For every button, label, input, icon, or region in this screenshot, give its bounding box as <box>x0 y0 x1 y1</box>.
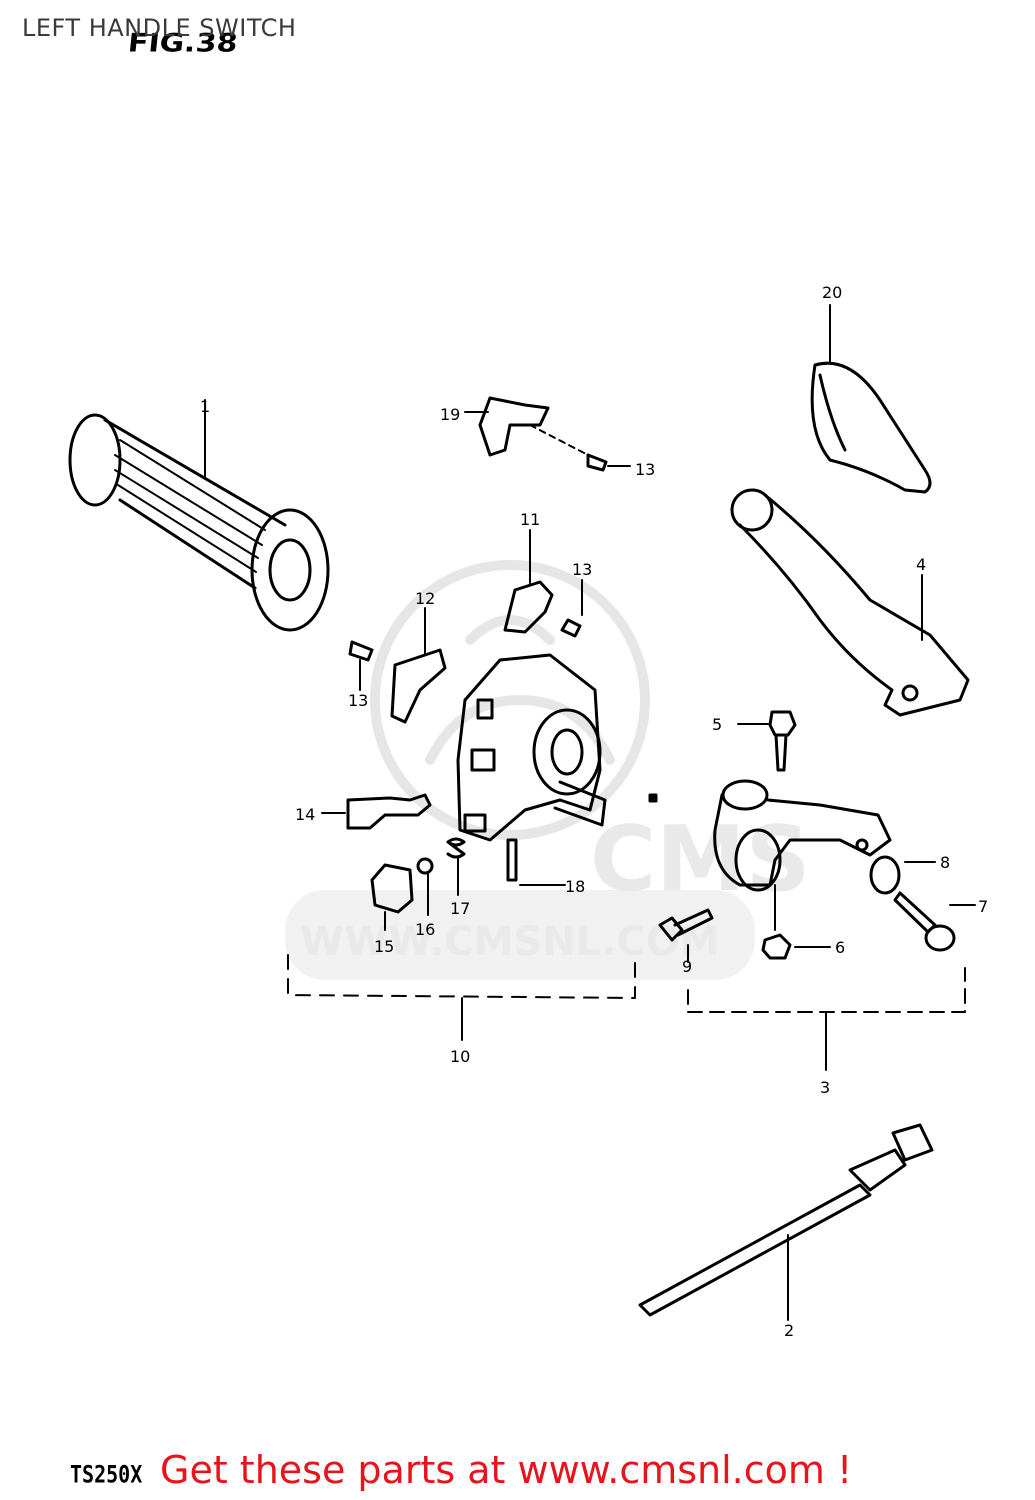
part-1-grip <box>68 399 330 632</box>
part-14-bracket <box>321 793 432 830</box>
part-4-lever <box>730 488 970 717</box>
callout-15: 15 <box>374 937 394 956</box>
part-15-block <box>370 863 414 931</box>
part-9-bolt <box>658 908 714 963</box>
part-7-bolt <box>893 891 976 952</box>
switch-housing <box>456 653 607 842</box>
callout-11: 11 <box>520 510 540 529</box>
callout-17: 17 <box>450 899 470 918</box>
callout-13b: 13 <box>572 560 592 579</box>
watermark <box>285 560 755 980</box>
callout-12: 12 <box>415 589 435 608</box>
part-18-screw <box>506 838 566 886</box>
callout-7: 7 <box>978 897 988 916</box>
group-bracket-10 <box>287 954 636 1041</box>
callout-1: 1 <box>200 397 210 416</box>
part-20-lever-cover <box>810 304 932 494</box>
watermark-url: WWW.CMSNL.COM <box>300 919 720 965</box>
callout-3: 3 <box>820 1078 830 1097</box>
watermark-logo: CMS <box>590 807 810 912</box>
group-bracket-3 <box>687 884 966 1071</box>
callout-20: 20 <box>822 283 842 302</box>
callout-4: 4 <box>916 555 926 574</box>
part-2-cable-tie <box>638 1123 934 1321</box>
callout-16: 16 <box>415 920 435 939</box>
part-16-screw <box>416 857 434 916</box>
callout-2: 2 <box>784 1321 794 1340</box>
model-label: TS250X <box>70 1459 143 1489</box>
callout-19: 19 <box>440 405 460 424</box>
callout-18: 18 <box>565 877 585 896</box>
callout-8: 8 <box>940 853 950 872</box>
part-17-spring <box>446 837 466 896</box>
part-12-switch-knob <box>348 607 447 724</box>
callout-13c: 13 <box>348 691 368 710</box>
callout-5: 5 <box>712 715 722 734</box>
callout-14: 14 <box>295 805 315 824</box>
callout-10: 10 <box>450 1047 470 1066</box>
marker-dot <box>648 793 658 803</box>
page-title: LEFT HANDLE SWITCH <box>22 14 297 42</box>
callout-13a: 13 <box>635 460 655 479</box>
part-19-knob <box>464 396 631 472</box>
callout-labels: 1 20 19 13 11 13 4 12 13 5 14 8 18 7 17 … <box>200 283 988 1340</box>
callout-6: 6 <box>835 938 845 957</box>
part-3-bracket <box>713 779 892 892</box>
footer-cta-text: Get these parts at www.cmsnl.com ! <box>160 1448 853 1492</box>
callout-9: 9 <box>682 957 692 976</box>
part-5-bolt <box>737 710 797 772</box>
part-11-switch-knob <box>503 529 583 638</box>
part-8-washer <box>869 855 936 895</box>
part-6-nut <box>761 933 831 960</box>
